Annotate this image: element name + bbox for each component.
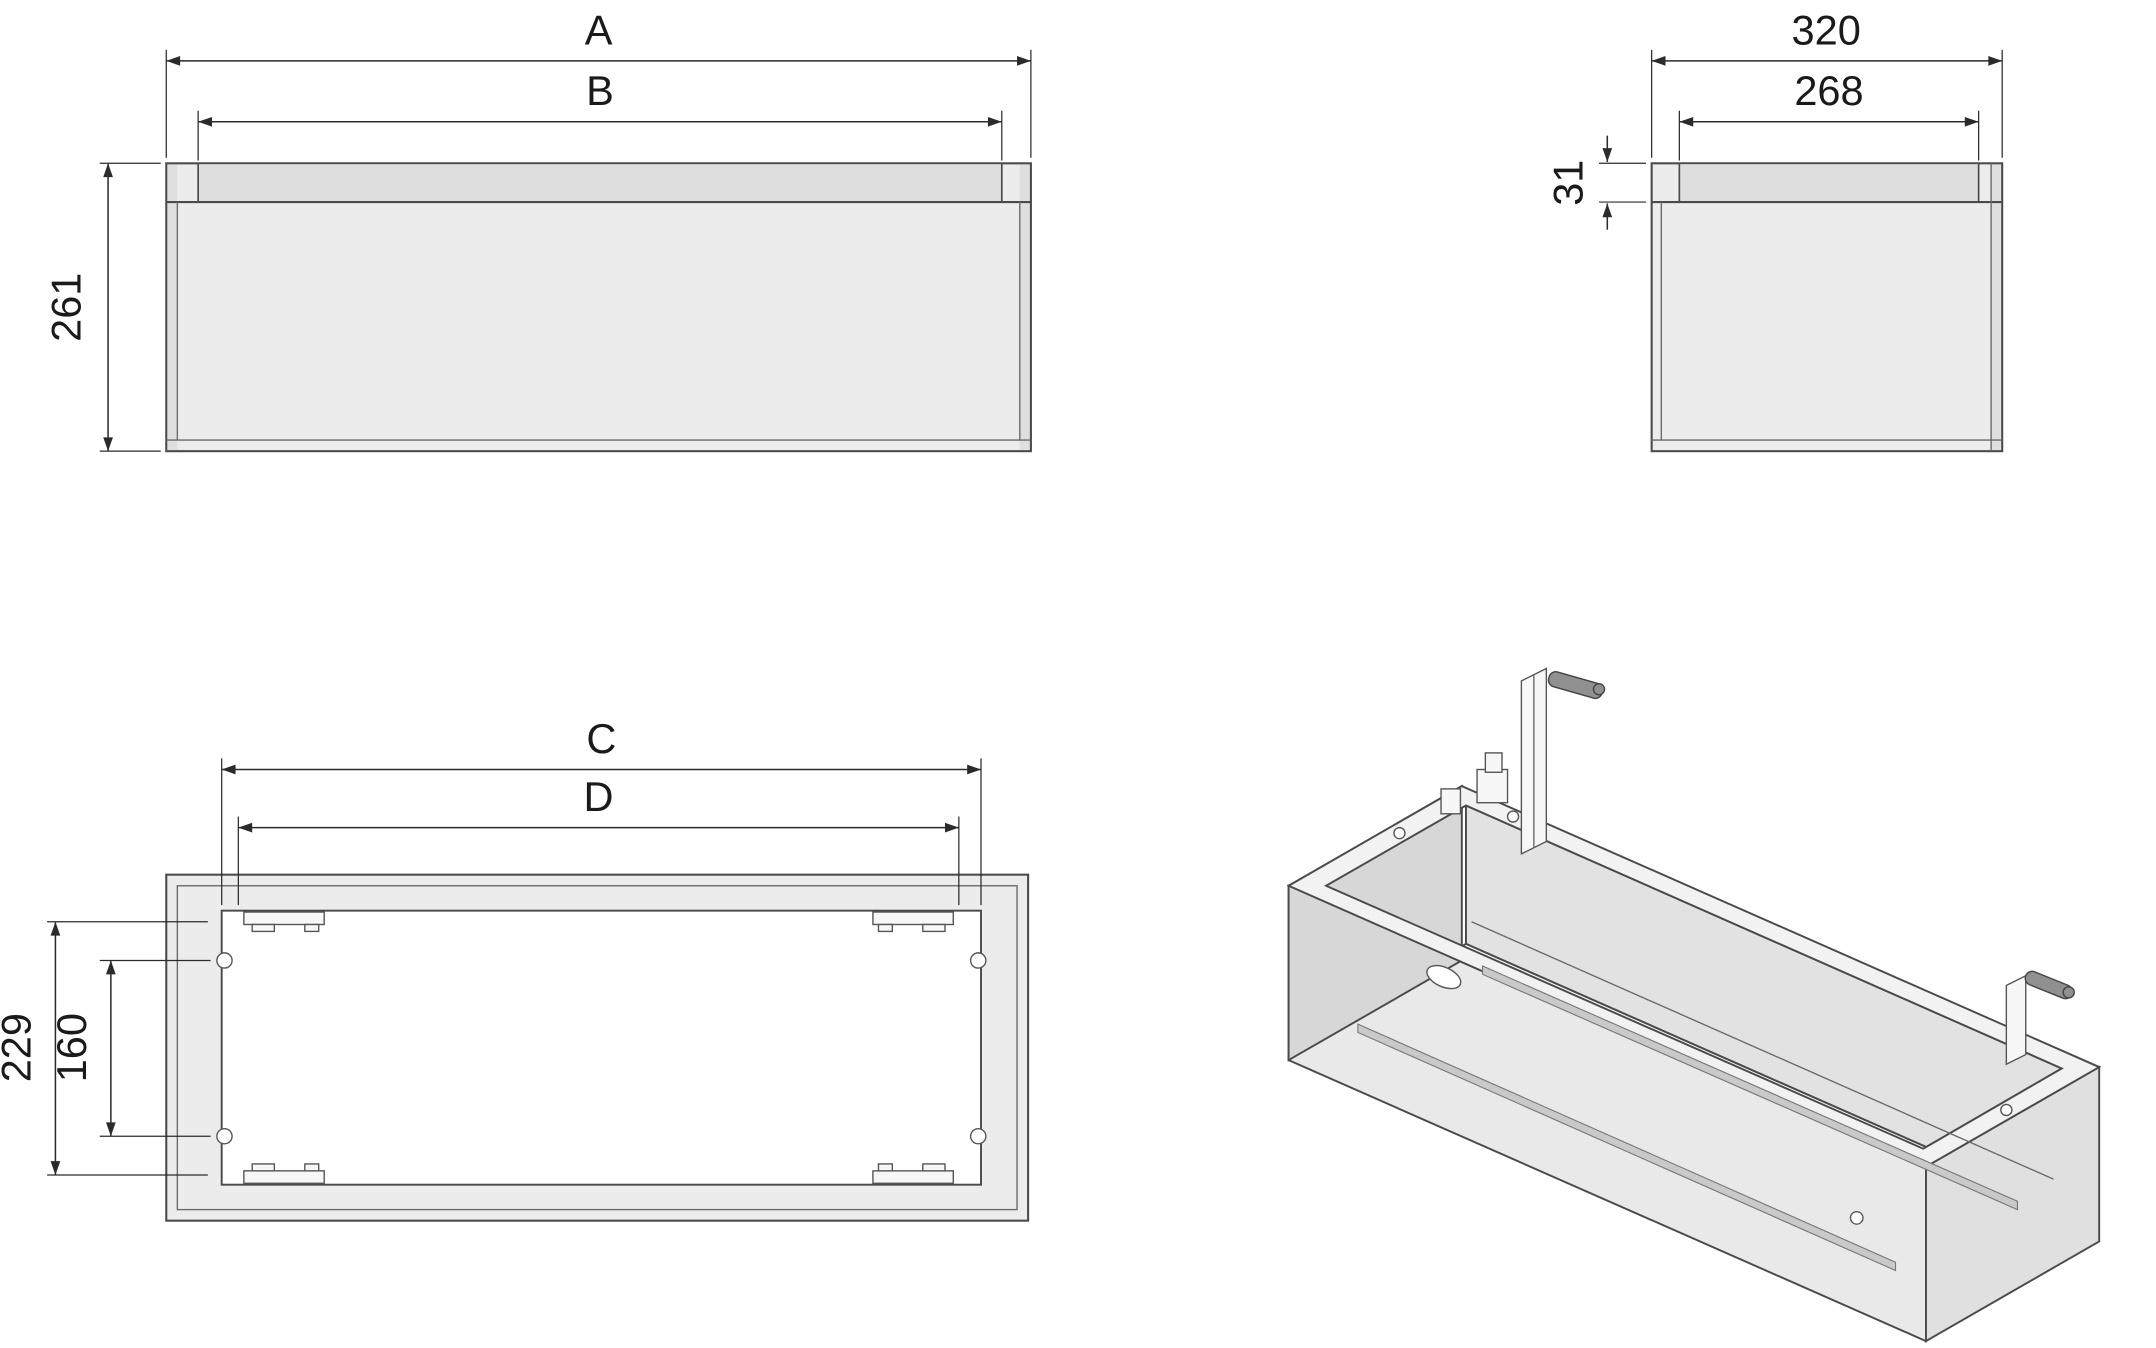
side-view-back-panel-edge bbox=[1991, 164, 2001, 450]
slide-bracket-top-right bbox=[872, 911, 954, 933]
dim-label-mount-span: 229 bbox=[0, 1013, 39, 1082]
dim-side-inner-depth: 268 bbox=[1678, 67, 1980, 161]
slide-bracket-bottom-right bbox=[872, 1163, 954, 1184]
front-view-right-side-edge bbox=[1019, 164, 1030, 450]
dim-label-inner-depth: 268 bbox=[1794, 67, 1863, 114]
iso-screw-hole-back-rim bbox=[1506, 810, 1520, 823]
dim-front-inner-width: B bbox=[197, 67, 1003, 161]
dim-label-outer-span: C bbox=[586, 715, 616, 762]
iso-cable-opening bbox=[1426, 964, 1462, 990]
front-view-top-recess bbox=[197, 162, 1003, 203]
dim-plan-mount-span: 229 bbox=[0, 921, 208, 1176]
side-view-body-panel bbox=[1650, 162, 2004, 453]
slide-bracket-top-left bbox=[243, 911, 325, 933]
iso-back-wall-rail-line bbox=[1471, 921, 2054, 1180]
iso-screw-hole-left-rim bbox=[1393, 826, 1406, 840]
mount-hole-left-bottom bbox=[216, 1127, 233, 1145]
dim-plan-outer-span: C bbox=[221, 715, 982, 906]
dim-label-height: 261 bbox=[42, 273, 89, 342]
dim-label-mount-pitch: 160 bbox=[48, 1013, 95, 1082]
front-view-left-side-edge bbox=[167, 164, 178, 450]
dim-plan-inner-span: D bbox=[237, 773, 960, 906]
dim-label-inner-span: D bbox=[584, 773, 614, 820]
iso-mount-bracket-left bbox=[1440, 667, 1606, 856]
front-view: A B 261 bbox=[42, 6, 1032, 453]
iso-mount-bracket-right bbox=[2005, 970, 2075, 1066]
slide-bracket-bottom-left bbox=[243, 1163, 325, 1184]
dim-front-height: 261 bbox=[42, 162, 161, 452]
dim-side-overall-depth: 320 bbox=[1651, 6, 2003, 158]
mount-hole-right-bottom bbox=[969, 1127, 987, 1145]
plan-view-frame-inner-line bbox=[176, 885, 1018, 1211]
dim-label-overall-width: A bbox=[585, 6, 613, 53]
iso-rail-front bbox=[1357, 1023, 1897, 1272]
side-view-top-recess bbox=[1678, 162, 1980, 203]
dim-front-overall-width: A bbox=[165, 6, 1032, 158]
iso-rail-back bbox=[1482, 965, 2018, 1211]
iso-screw-hole-right-rim bbox=[2000, 1103, 2013, 1117]
side-view: 320 268 31 bbox=[1544, 6, 2004, 453]
dim-label-overall-depth: 320 bbox=[1792, 6, 1861, 53]
dim-label-inner-width: B bbox=[586, 67, 614, 114]
mount-hole-left-top bbox=[216, 952, 233, 969]
front-view-body-panel bbox=[165, 162, 1032, 453]
plan-view: C D 229 160 bbox=[0, 715, 1030, 1222]
dim-plan-mount-pitch: 160 bbox=[48, 959, 211, 1137]
dim-side-top-recess: 31 bbox=[1544, 135, 1647, 230]
mount-hole-right-top bbox=[969, 952, 987, 969]
dim-label-top-recess: 31 bbox=[1544, 160, 1591, 206]
iso-screw-hole-bottom bbox=[1849, 1210, 1864, 1225]
isometric-view bbox=[1286, 667, 2102, 1343]
plan-view-interior bbox=[220, 909, 982, 1186]
